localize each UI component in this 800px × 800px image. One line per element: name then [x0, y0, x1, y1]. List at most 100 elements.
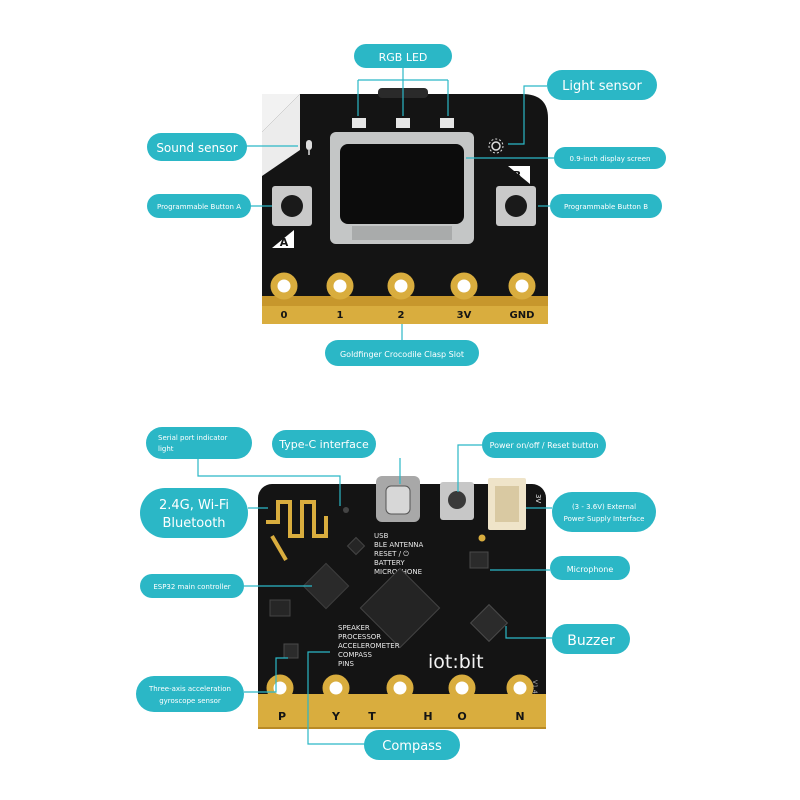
callout-esp32: ESP32 main controller	[140, 574, 244, 598]
leader-rgb	[357, 67, 449, 116]
top-pad-3v	[450, 272, 478, 300]
rgb-led-3	[440, 118, 454, 128]
mic-port	[478, 534, 486, 542]
silk-processor: PROCESSOR	[338, 633, 381, 641]
silk-battery: BATTERY	[374, 559, 405, 567]
callout-serial-text-1: Serial port indicator	[158, 434, 228, 442]
callout-sound-sensor: Sound sensor	[147, 133, 247, 161]
top-leaders	[246, 67, 554, 340]
callout-external-text-1: (3 - 3.6V) External	[572, 503, 636, 511]
top-pin-0: 0	[281, 310, 288, 321]
callout-buzzer-text: Buzzer	[567, 633, 615, 649]
button-b-tag	[508, 166, 530, 184]
callout-imu: Three-axis acceleration gyroscope sensor	[136, 676, 244, 712]
callout-microphone: Microphone	[550, 556, 630, 580]
bottom-pin-t: T	[368, 710, 376, 723]
leader-light	[508, 85, 547, 145]
top-pad-2	[387, 272, 415, 300]
oled-screen	[340, 144, 464, 224]
callout-imu-text-1: Three-axis acceleration	[148, 685, 231, 693]
top-pin-gnd: GND	[510, 310, 535, 321]
button-a-cap	[281, 195, 303, 217]
callout-button-b-text: Programmable Button B	[564, 203, 648, 211]
button-b-cap	[505, 195, 527, 217]
top-pad-gnd	[508, 272, 536, 300]
callout-button-a: Programmable Button A	[147, 194, 251, 218]
rgb-led-1	[352, 118, 366, 128]
silk-reset: RESET / ⏻	[374, 550, 409, 558]
callout-display: 0.9-inch display screen	[554, 147, 666, 169]
callout-rgb-led: RGB LED	[354, 44, 452, 68]
silk-usb: USB	[374, 532, 389, 540]
silk-ble-antenna: BLE ANTENNA	[374, 541, 424, 549]
callout-goldfinger-text: Goldfinger Crocodile Clasp Slot	[340, 350, 464, 359]
leader-imu	[244, 657, 288, 693]
bottom-pin-y: Y	[331, 710, 341, 723]
callout-wifi-text-1: 2.4G, Wi-Fi	[159, 498, 229, 513]
callout-esp32-text: ESP32 main controller	[153, 583, 230, 591]
rgb-led-2	[396, 118, 410, 128]
callout-goldfinger: Goldfinger Crocodile Clasp Slot	[325, 340, 479, 366]
jst-label: 3V	[534, 494, 542, 503]
callout-light-sensor-text: Light sensor	[562, 79, 642, 94]
callout-display-text: 0.9-inch display screen	[570, 155, 651, 163]
bottom-pad-holes	[266, 674, 534, 702]
sun-icon	[488, 138, 504, 154]
version-label: V1.4	[531, 680, 538, 694]
bottom-pin-n: N	[515, 710, 524, 723]
callout-typec: Type-C interface	[272, 430, 376, 458]
callout-compass: Compass	[364, 730, 460, 760]
bottom-pin-p: P	[278, 710, 286, 723]
callout-rgb-led-text: RGB LED	[379, 51, 428, 64]
top-pin-3v: 3V	[457, 310, 472, 321]
processor-chip	[359, 567, 441, 649]
callout-microphone-text: Microphone	[567, 565, 614, 574]
callout-typec-text: Type-C interface	[278, 438, 369, 451]
callout-sound-sensor-text: Sound sensor	[156, 141, 237, 155]
power-button-cap	[448, 491, 466, 509]
top-pad-1	[326, 272, 354, 300]
leader-serial	[197, 458, 341, 506]
top-pad-0	[270, 272, 298, 300]
sm-part-1	[269, 599, 291, 617]
button-a-tag	[272, 230, 294, 248]
callout-button-a-text: Programmable Button A	[157, 203, 241, 211]
top-pin-2: 2	[398, 310, 405, 321]
callout-wifi: 2.4G, Wi-Fi Bluetooth	[140, 488, 248, 538]
bottom-pin-h: H	[423, 710, 432, 723]
antenna-trace	[266, 500, 328, 538]
button-a-label: A	[280, 236, 289, 249]
callout-wifi-text-2: Bluetooth	[162, 516, 225, 531]
microphone-icon	[306, 140, 312, 155]
serial-led	[343, 507, 349, 513]
leader-compass	[307, 651, 372, 745]
callout-imu-text-2: gyroscope sensor	[159, 697, 221, 705]
callout-serial: Serial port indicator light	[146, 427, 252, 459]
bottom-pad-y	[322, 674, 350, 702]
imu-chip	[283, 643, 299, 659]
bottom-pad-n	[506, 674, 534, 702]
silk-speaker: SPEAKER	[338, 624, 370, 632]
usb-c-opening	[385, 485, 411, 515]
top-board: A B 0 1 2 3V GND	[262, 88, 548, 324]
callout-serial-text-2: light	[158, 445, 174, 453]
callout-external: (3 - 3.6V) External Power Supply Interfa…	[552, 492, 656, 532]
silk-pins: PINS	[338, 660, 355, 668]
buzzer-chip	[469, 603, 509, 643]
leader-power	[457, 444, 482, 492]
bottom-pin-o: O	[457, 710, 466, 723]
callout-buzzer: Buzzer	[552, 624, 630, 654]
leader-buzzer	[505, 626, 552, 639]
esp32-chip	[302, 562, 350, 610]
bottom-pad-t	[386, 674, 414, 702]
brand-logo: iot:bit	[428, 651, 484, 673]
top-pin-1: 1	[337, 310, 344, 321]
microphone-chip	[469, 551, 489, 569]
sm-part-2	[346, 536, 366, 556]
callout-light-sensor: Light sensor	[547, 70, 657, 100]
silk-compass: COMPASS	[338, 651, 372, 659]
callout-external-text-2: Power Supply Interface	[564, 515, 645, 523]
callout-power-text: Power on/off / Reset button	[490, 441, 599, 450]
callout-compass-text: Compass	[382, 739, 442, 754]
antenna-feed	[270, 534, 288, 562]
